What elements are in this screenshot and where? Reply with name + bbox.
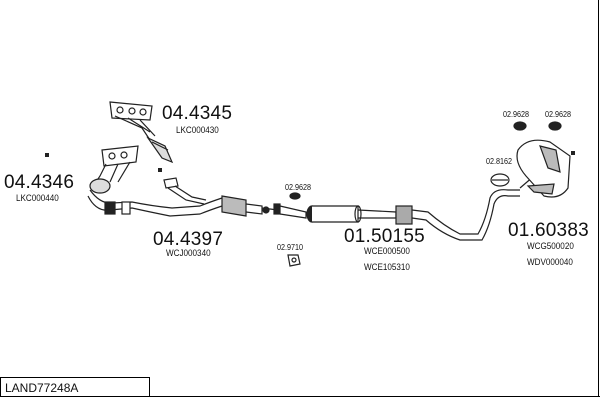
marker-dot (158, 168, 162, 172)
part-number-manifold-upper: 04.4345 (162, 103, 233, 124)
bottom-rule (150, 396, 600, 397)
gasket-rear-b-drawing (548, 121, 562, 131)
part-number-front-pipe: 04.4397 (153, 229, 224, 250)
bracket-drawing (163, 177, 179, 189)
part-number-rear-silencer: 01.60383 (508, 220, 589, 241)
right-rule (598, 0, 599, 397)
marker-dot (571, 151, 575, 155)
part-number-center-silencer: 01.50155 (344, 226, 425, 247)
manifold-lower-drawing (89, 145, 139, 194)
front-pipe-drawing (87, 185, 281, 217)
part-code-manifold-upper: LKC000430 (176, 125, 219, 135)
part-code-center-silencer-2: WCE105310 (364, 262, 410, 272)
rear-silencer-drawing (516, 139, 571, 198)
part-code-rear-silencer-1: WCG500020 (527, 241, 574, 251)
part-code-manifold-lower: LKC000440 (16, 193, 59, 203)
gasket-rear-a-drawing (513, 121, 527, 131)
part-code-center-silencer-1: WCE000500 (364, 246, 410, 256)
part-code-rear-silencer-2: WDV000040 (527, 257, 573, 267)
part-number-hanger-rear: 02.8162 (486, 157, 513, 166)
footer-label: LAND77248A (5, 381, 79, 395)
part-number-gasket-rear-b: 02.9628 (545, 110, 572, 119)
part-number-gasket-front: 02.9628 (285, 183, 312, 192)
gasket-front-drawing (289, 192, 301, 200)
center-silencer-drawing (279, 189, 520, 241)
part-code-front-pipe: WCJ000340 (166, 248, 211, 258)
manifold-upper-drawing (109, 101, 174, 164)
clamp-front-drawing (287, 254, 301, 267)
part-number-manifold-lower: 04.4346 (4, 172, 75, 193)
marker-dot (45, 153, 49, 157)
footer-box: LAND77248A (0, 377, 150, 397)
part-number-clamp-front: 02.9710 (277, 243, 304, 252)
part-number-gasket-rear-a: 02.9628 (503, 110, 530, 119)
